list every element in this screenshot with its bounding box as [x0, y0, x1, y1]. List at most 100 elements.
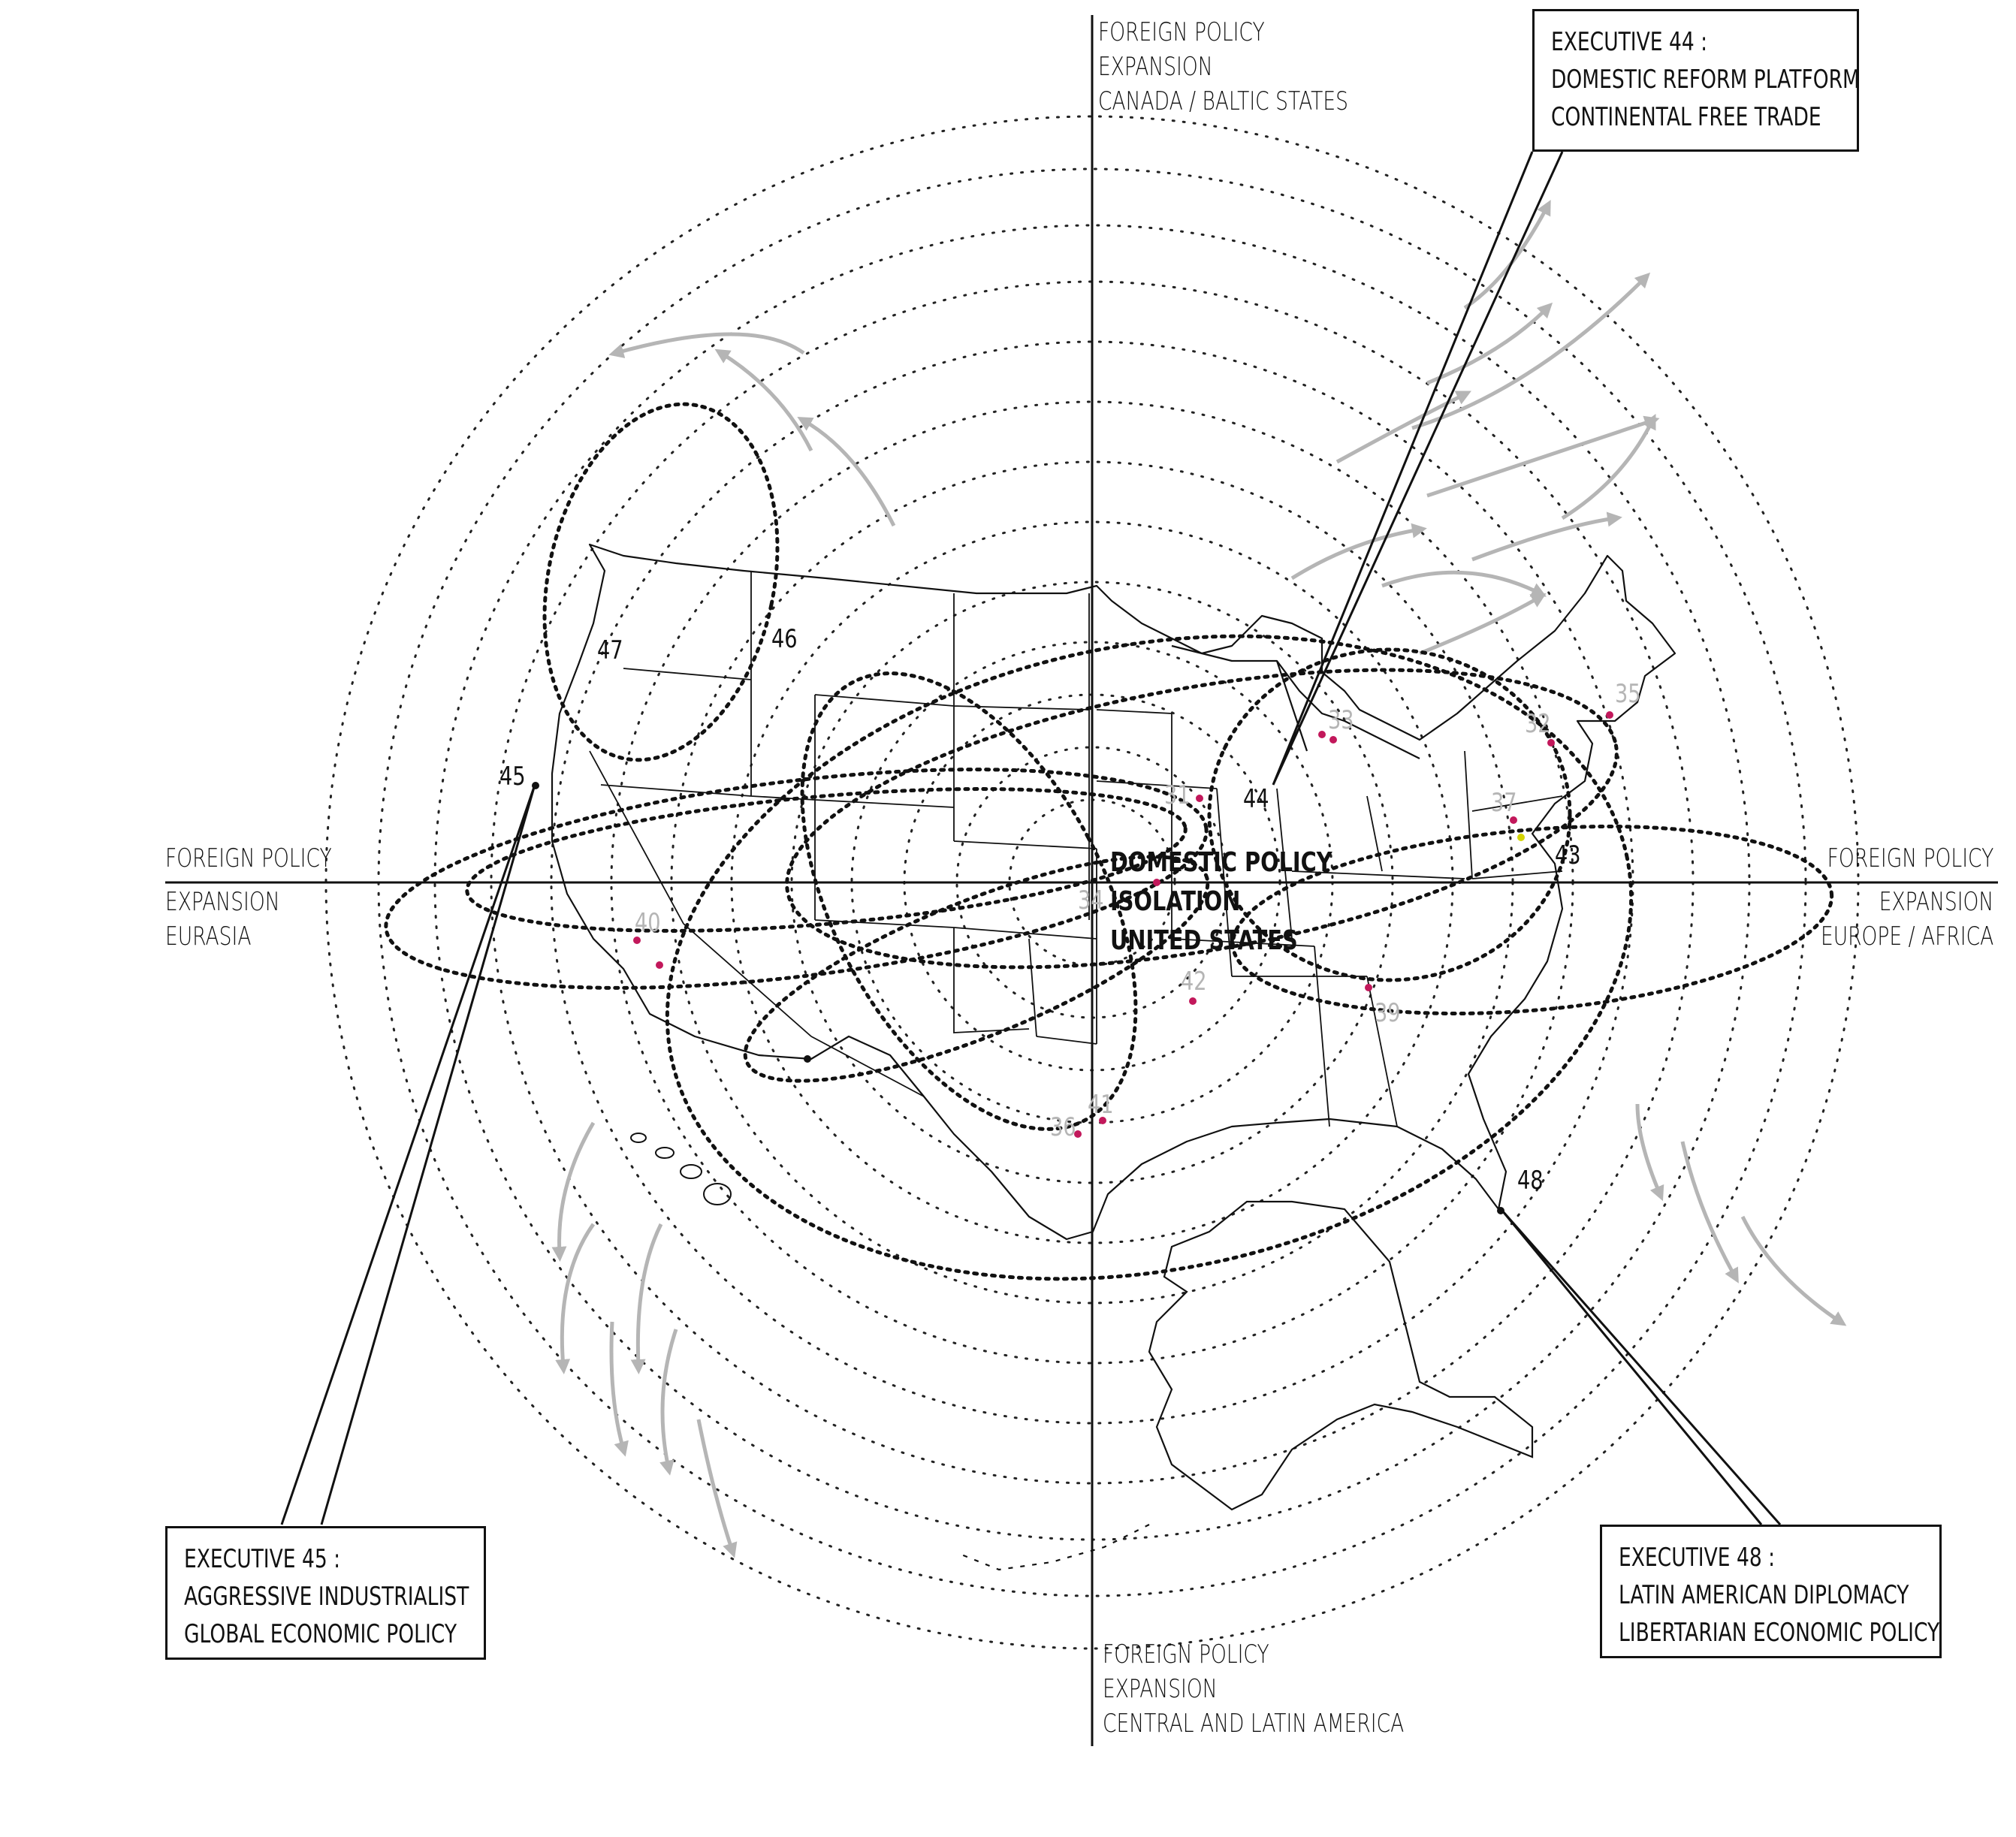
arrow [1426, 302, 1553, 385]
ellipse-exec-46-47 [542, 402, 780, 762]
axis-west-line-2: EXPANSION [165, 887, 280, 917]
arrow [1740, 1215, 1847, 1326]
great-lakes [1171, 644, 1420, 759]
dot [1318, 731, 1326, 738]
arrow [1419, 593, 1547, 656]
arrow [1463, 200, 1551, 310]
ellipse-exec-45 [384, 768, 1209, 990]
executive-45-line-3: GLOBAL ECONOMIC POLICY [184, 1619, 457, 1649]
executive-45-title: EXECUTIVE 45 : [184, 1544, 341, 1574]
marker-44: 44 [1243, 784, 1269, 814]
dot [1606, 711, 1613, 719]
axis-north-line-3: CANADA / BALTIC STATES [1098, 86, 1348, 116]
alaska-outline [961, 1200, 1534, 1571]
dot [633, 937, 641, 944]
island [703, 1183, 732, 1205]
arrow [555, 1223, 596, 1374]
arrow [696, 1419, 738, 1558]
island [655, 1147, 675, 1159]
executive-48-line-3: LIBERTARIAN ECONOMIC POLICY [1619, 1618, 1940, 1648]
dot [804, 1055, 811, 1063]
marker-35: 35 [1615, 679, 1641, 709]
marker-32: 32 [1525, 709, 1551, 739]
marker-36: 36 [1050, 1112, 1076, 1142]
dot [1329, 736, 1337, 744]
marker-46: 46 [771, 624, 798, 654]
arrow [714, 348, 813, 452]
axes [165, 15, 1998, 1746]
axis-label-south: FOREIGN POLICY EXPANSION CENTRAL AND LAT… [1103, 1637, 1404, 1741]
ellipse-exec-41 [743, 855, 1210, 1083]
marker-40: 40 [635, 908, 661, 938]
dot [1517, 834, 1525, 841]
leader-exec-48 [1501, 1210, 1782, 1525]
leader-exec-44 [1272, 151, 1564, 786]
axis-south-line-1: FOREIGN POLICY [1103, 1639, 1269, 1670]
marker-45: 45 [499, 762, 526, 792]
ellipse-exec-45b [465, 787, 1188, 933]
axis-east-line-3: EUROPE / AFRICA [1820, 922, 1993, 952]
axis-south-line-3: CENTRAL AND LATIN AMERICA [1103, 1709, 1405, 1739]
axis-east-line-2: EXPANSION [1879, 887, 1993, 917]
executive-44-box: EXECUTIVE 44 : DOMESTIC REFORM PLATFORM … [1532, 9, 1860, 152]
arrow [1635, 1103, 1664, 1202]
ellipse-exec-43 [1230, 824, 1834, 1016]
aleutian-islands [961, 1524, 1150, 1571]
dot [532, 782, 539, 789]
state-lines [589, 571, 1563, 1127]
axis-west-line-3: EURASIA [165, 922, 252, 952]
arrow [1471, 511, 1622, 562]
marker-dots [532, 711, 1613, 1214]
dot [1510, 816, 1517, 824]
dot [1099, 1117, 1106, 1124]
marker-42: 42 [1181, 967, 1207, 997]
executive-48-title: EXECUTIVE 48 : [1619, 1543, 1776, 1573]
executive-45-box: EXECUTIVE 45 : AGGRESSIVE INDUSTRIALIST … [165, 1526, 486, 1660]
island [630, 1133, 647, 1143]
arrow [797, 417, 896, 527]
dot [1189, 997, 1197, 1005]
dot [1547, 739, 1555, 747]
executive-44-title: EXECUTIVE 44 : [1551, 27, 1708, 57]
arrow [1335, 391, 1471, 464]
arrow [609, 1321, 629, 1457]
dot [1196, 795, 1203, 802]
arrow [1411, 272, 1651, 430]
ellipse-exec-36 [800, 671, 1138, 1131]
axis-label-east: FOREIGN POLICY EXPANSION EUROPE / AFRICA [1821, 841, 1993, 954]
axis-label-west: FOREIGN POLICY EXPANSION EURASIA [165, 841, 332, 954]
arrow [1290, 523, 1427, 581]
arrow [1426, 415, 1660, 498]
center-label: DOMESTIC POLICY ISOLATION UNITED STATES [1110, 843, 1332, 961]
center-line-3: UNITED STATES [1110, 925, 1298, 956]
arrow [551, 1121, 596, 1262]
dot [656, 961, 663, 969]
executive-45-line-2: AGGRESSIVE INDUSTRIALIST [184, 1582, 469, 1612]
dot [1074, 1130, 1082, 1138]
island [680, 1164, 702, 1179]
axis-west-line-1: FOREIGN POLICY [165, 843, 332, 873]
axis-north-line-2: EXPANSION [1098, 52, 1213, 82]
axis-north-line-1: FOREIGN POLICY [1098, 17, 1265, 47]
marker-48: 48 [1517, 1166, 1544, 1196]
center-line-2: ISOLATION [1110, 886, 1241, 917]
ellipse-exec-48 [665, 634, 1634, 1281]
marker-37: 37 [1491, 788, 1517, 818]
dot [1497, 1207, 1504, 1214]
marker-39: 39 [1375, 998, 1401, 1028]
marker-34: 34 [1078, 885, 1104, 915]
arrow [1680, 1141, 1739, 1283]
axis-south-line-2: EXPANSION [1103, 1674, 1218, 1704]
marker-47: 47 [597, 635, 623, 665]
executive-44-line-2: DOMESTIC REFORM PLATFORM [1551, 65, 1860, 95]
arrow [1381, 570, 1547, 597]
center-line-1: DOMESTIC POLICY [1110, 847, 1332, 878]
marker-33: 33 [1328, 705, 1354, 735]
marker-43: 43 [1555, 840, 1581, 870]
executive-influence-ellipses [384, 402, 1834, 1281]
alaska-border [1148, 1200, 1534, 1511]
executive-44-line-3: CONTINENTAL FREE TRADE [1551, 102, 1821, 132]
expansion-arrows [551, 200, 1847, 1558]
executive-48-line-2: LATIN AMERICAN DIPLOMACY [1619, 1580, 1909, 1610]
